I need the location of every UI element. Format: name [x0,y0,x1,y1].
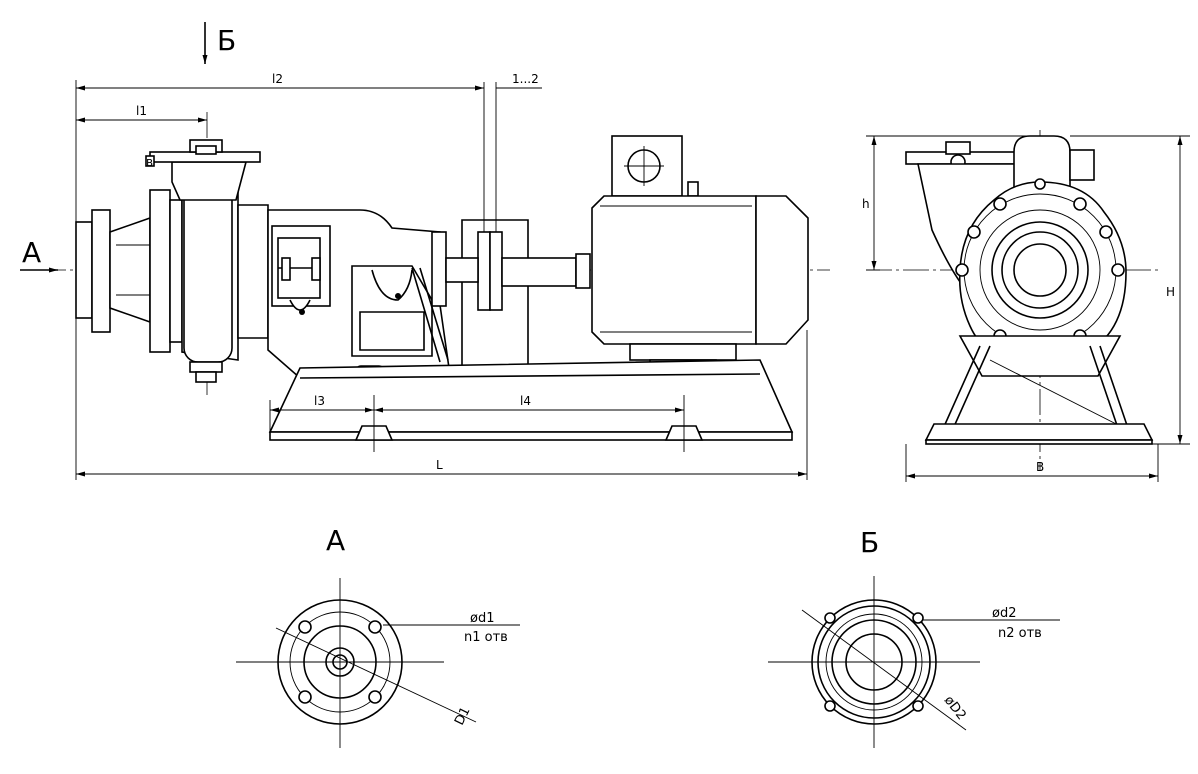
bottom-drain-boss [189,361,223,373]
flange-b-bolt-holes [824,612,924,712]
suction-flange-ring [169,199,183,343]
flange-b-view: Б ød2 n2 отв øD2 [768,526,1060,748]
dimension-l2: l2 [76,72,484,91]
dimension-l3-label: l3 [314,394,325,408]
flange-a-leader-d1 [275,627,477,723]
view-b-arrow-label: Б [217,24,236,57]
motor-shaft [501,257,577,287]
dimension-h-label: h [862,197,870,211]
inlet-cone [109,216,151,324]
flange-a-hole-count: n1 отв [464,630,508,645]
flange-b-leader-d2 [801,609,967,731]
view-b-arrow: Б [202,22,236,64]
dimension-H: H [1166,136,1183,444]
discharge-nozzle [171,161,248,201]
flange-a-hole-dia: ød1 [470,611,494,626]
pump-shaft [445,257,479,283]
flange-b-outer [811,599,937,725]
end-support-frame [958,335,1122,377]
base-plate [268,359,794,433]
motor-lifting-eye [687,181,699,197]
flange-b-hole-dia: ød2 [992,606,1016,621]
dimension-L-label: L [436,458,443,472]
dimension-B: B [906,460,1158,479]
end-view: h H B [862,130,1190,482]
motor-body [591,195,757,345]
dimension-l3: l3 [270,394,374,413]
side-view: Б А в [20,22,830,480]
flange-bolt-b [145,155,155,167]
dimension-gap: 1...2 [470,72,542,89]
bearing-frame [237,204,269,339]
view-a-arrow-label: А [22,236,41,269]
flange-a-outer [277,599,403,725]
flange-b-hole-count: n2 отв [998,626,1042,641]
motor-fan-cover [755,195,809,345]
flange-b-bolt-circle: øD2 [941,693,969,723]
dimension-l2-label: l2 [272,72,283,86]
end-base [924,423,1154,441]
seal-flange [431,231,447,307]
dimension-l1-label: l1 [136,104,147,118]
motor-foot [629,343,737,361]
inlet-flange [91,209,111,333]
coupling-half-a [477,231,491,311]
dimension-h: h [862,136,877,270]
suction-flange-plate [149,189,171,353]
dimension-l1: l1 [76,104,207,123]
base-plate-bottom [269,431,793,441]
coupling-half-b [489,231,503,311]
dimension-H-label: H [1166,285,1175,299]
flange-a-bolt-holes [298,620,382,704]
flange-a-view: А ød1 n1 отв D1 [236,524,520,748]
dimension-L: L [76,458,807,477]
flange-b-title: Б [860,526,879,559]
dimension-gap-label: 1...2 [512,72,539,86]
dimension-l4: l4 [374,394,684,413]
flange-a-title: А [326,524,345,557]
inlet-flange-outer [75,221,93,319]
dimension-B-label: B [1036,460,1044,474]
flange-marker-b: в [146,155,153,169]
end-terminal-box [1069,149,1095,181]
flange-a-bolt-circle: D1 [452,705,473,728]
view-a-arrow: А [20,236,58,273]
dimension-l4-label: l4 [520,394,531,408]
pump-casing-main [183,181,233,363]
